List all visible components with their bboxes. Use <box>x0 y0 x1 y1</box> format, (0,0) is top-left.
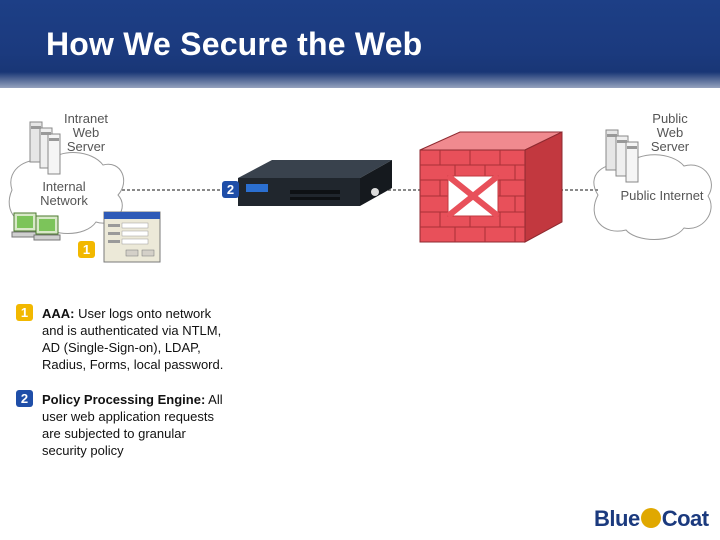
public-server-label: Public Web Server <box>640 112 700 154</box>
step-1-description: AAA: User logs onto network and is authe… <box>42 305 232 373</box>
intranet-server-label: Intranet Web Server <box>56 112 116 154</box>
internal-network-label: Internal Network <box>32 180 96 208</box>
step-1-heading: AAA: <box>42 306 75 321</box>
logo-text-right: Coat <box>661 506 709 531</box>
title-bar: How We Secure the Web <box>0 0 720 88</box>
intranet-server-icon <box>29 121 61 175</box>
public-server-label-line1: Public <box>652 111 688 126</box>
proxy-appliance-icon <box>238 160 392 206</box>
logo-text-left: Blue <box>594 506 640 531</box>
public-server-label-line3: Server <box>650 139 690 154</box>
public-internet-label: Public Internet <box>620 188 704 203</box>
intranet-server-label-line2: Web <box>72 125 100 140</box>
diagram-step-2-marker: 2 <box>222 181 239 198</box>
workstation-icons <box>11 212 61 241</box>
internal-network-label-line1: Internal <box>42 179 86 194</box>
step-1-badge: 1 <box>16 304 33 321</box>
firewall-icon <box>419 131 563 243</box>
step-1-text: User logs onto network and is authentica… <box>42 306 224 372</box>
step-2-description: Policy Processing Engine: All user web a… <box>42 391 232 459</box>
diagram-step-1-marker: 1 <box>78 241 95 258</box>
blue-coat-logo: Blue Coat <box>594 506 709 532</box>
public-server-icon <box>605 129 639 183</box>
intranet-server-label-line1: Intranet <box>63 111 109 126</box>
title-bar-shine <box>0 72 720 88</box>
step-2-text: All user web application requests are su… <box>42 392 223 458</box>
step-2-badge: 2 <box>16 390 33 407</box>
login-dialog-icon <box>103 211 161 263</box>
internal-network-label-line2: Network <box>40 193 88 208</box>
step-2-heading: Policy Processing Engine: <box>42 392 206 407</box>
page-title: How We Secure the Web <box>46 26 423 62</box>
intranet-server-label-line3: Server <box>66 139 106 154</box>
logo-emblem-icon <box>640 508 661 528</box>
public-server-label-line2: Web <box>656 125 684 140</box>
